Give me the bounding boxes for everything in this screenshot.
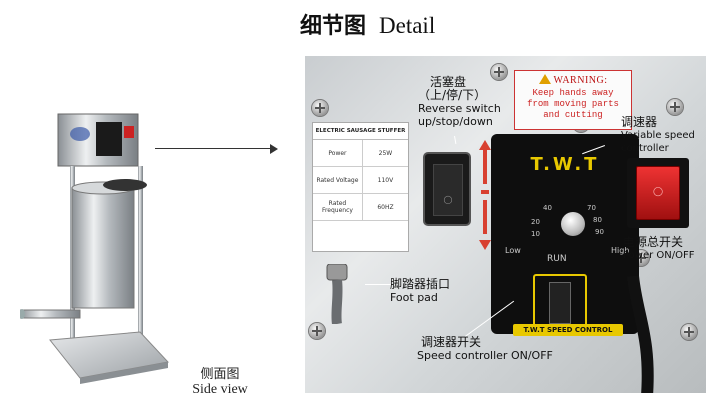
warning-heading-row: WARNING:: [515, 74, 631, 86]
run-label: RUN: [547, 254, 567, 264]
warning-sticker: WARNING: Keep hands away from moving par…: [514, 70, 632, 130]
reverse-switch[interactable]: ◯: [425, 154, 469, 224]
power-switch[interactable]: ◯: [627, 158, 689, 228]
foot-pad-socket: [326, 264, 348, 324]
power-callout: 电源总开关 Power ON/OFF: [623, 236, 695, 262]
detail-panel: ELECTRIC SAUSAGE STUFFER Power 25W Rated…: [305, 56, 706, 393]
up-down-arrow-icon: [479, 140, 491, 250]
warning-line: and cutting: [543, 110, 603, 120]
side-view-chinese: 侧面图: [200, 367, 240, 382]
speed-switch-english: Speed controller ON/OFF: [417, 349, 553, 362]
warning-triangle-icon: [538, 74, 551, 84]
speed-controller-callout: 调速器 Variable speed controller: [621, 116, 695, 155]
controller-brand: T.W.T: [530, 154, 600, 175]
foot-pad-english: Foot pad: [390, 291, 438, 304]
spec-value: 110V: [362, 166, 408, 194]
high-label: High: [611, 246, 630, 255]
spec-label: Power: [313, 140, 363, 167]
sausage-stuffer-side-view-image: [20, 113, 169, 384]
side-view-english: Side view: [192, 382, 248, 397]
foot-pad-chinese: 脚踏器插口: [390, 277, 451, 291]
reverse-switch-chinese-2: （上/停/下）: [418, 88, 487, 102]
speed-controller-english-2: controller: [621, 143, 669, 154]
switch-mark-icon: ◯: [443, 195, 453, 204]
page-heading: 细节图 Detail: [300, 8, 435, 40]
spec-value: 60HZ: [362, 193, 408, 221]
reverse-switch-callout: 活塞盘 （上/停/下） Reverse switch up/stop/down: [418, 75, 501, 129]
side-view-caption: 侧面图 Side view: [180, 363, 260, 398]
pointer-arrow-line: [155, 148, 273, 149]
spec-label: Rated Voltage: [313, 166, 363, 194]
leader-line: [365, 284, 391, 285]
warning-line: Keep hands away: [532, 88, 614, 98]
spec-row: Rated Voltage 110V: [313, 166, 408, 194]
low-label: Low: [505, 246, 521, 255]
speed-tick-label: 40: [543, 204, 552, 212]
spec-table: Power 25W Rated Voltage 110V Rated Frequ…: [313, 140, 408, 221]
screw-icon: [309, 323, 325, 339]
warning-body: Keep hands away from moving parts and cu…: [515, 88, 631, 121]
speed-controller: T.W.T 10 20 40 70 80 90 Low High RUN T.W…: [491, 134, 639, 336]
speed-tick-label: 20: [531, 218, 540, 226]
speed-controller-chinese: 调速器: [621, 115, 658, 129]
spec-label: Rated Frequency: [313, 193, 363, 221]
screw-icon: [312, 100, 328, 116]
heading-english: Detail: [379, 13, 436, 38]
leader-line: [454, 136, 457, 145]
screw-icon: [491, 64, 507, 80]
power-mark-icon: ◯: [652, 187, 664, 197]
power-cable: [627, 276, 654, 393]
spec-value: 25W: [362, 140, 408, 167]
screw-icon: [681, 324, 697, 340]
speed-tick-label: 10: [531, 230, 540, 238]
power-english: Power ON/OFF: [623, 250, 695, 261]
speed-controller-english-1: Variable speed: [621, 130, 695, 141]
speed-switch-chinese: 调速器开关: [421, 335, 482, 349]
speed-tick-label: 70: [587, 204, 596, 212]
speed-dial-knob[interactable]: [561, 212, 585, 236]
pointer-arrow-head: [270, 144, 278, 154]
reverse-switch-english-2: up/stop/down: [418, 115, 493, 128]
foot-pad-callout: 脚踏器插口 Foot pad: [390, 277, 451, 305]
controller-label-bar: T.W.T SPEED CONTROL: [513, 324, 623, 336]
speed-tick-label: 80: [593, 216, 602, 224]
spec-row: Power 25W: [313, 140, 408, 167]
speed-switch-callout: 调速器开关 Speed controller ON/OFF: [417, 335, 553, 363]
warning-heading: WARNING:: [553, 75, 608, 86]
reverse-switch-english-1: Reverse switch: [418, 102, 501, 115]
warning-line: from moving parts: [527, 99, 619, 109]
spec-card: ELECTRIC SAUSAGE STUFFER Power 25W Rated…: [312, 122, 409, 252]
power-switch-rocker[interactable]: ◯: [636, 166, 680, 220]
heading-chinese: 细节图: [300, 14, 367, 39]
reverse-switch-chinese-1: 活塞盘: [430, 75, 467, 89]
reverse-switch-rocker[interactable]: ◯: [433, 164, 463, 216]
power-chinese: 电源总开关: [623, 235, 684, 249]
speed-controller-switch-rocker[interactable]: [549, 282, 571, 324]
screw-icon: [667, 99, 683, 115]
speed-tick-label: 90: [595, 228, 604, 236]
spec-card-title: ELECTRIC SAUSAGE STUFFER: [313, 123, 408, 140]
spec-row: Rated Frequency 60HZ: [313, 193, 408, 221]
